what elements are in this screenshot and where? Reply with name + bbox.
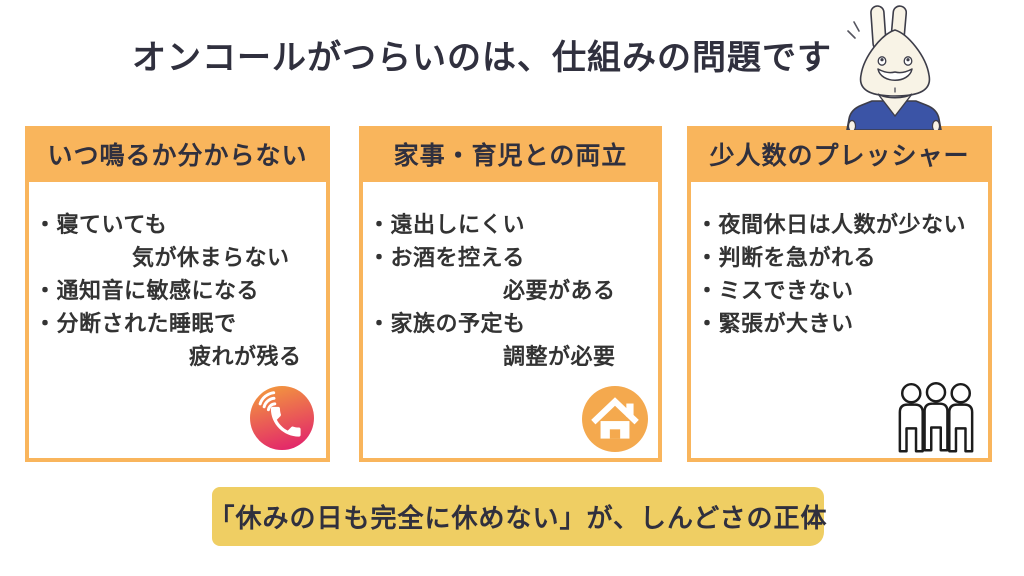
card-small-team-pressure: 少人数のプレッシャー ・夜間休日は人数が少ない ・判断を急がれる ・ミスできない… — [687, 126, 992, 462]
conclusion-banner: 「休みの日も完全に休めない」が、しんどさの正体 — [209, 487, 826, 546]
card-body: ・寝ていても 気が休まらない ・通知音に敏感になる ・分断された睡眠で 疲れが残… — [29, 182, 326, 458]
card-family-balance: 家事・育児との両立 ・遠出しにくい ・お酒を控える 必要がある ・家族の予定も … — [359, 126, 662, 462]
motion-lines-icon — [847, 21, 860, 39]
bullet-line: ・ミスできない — [696, 279, 854, 304]
bullet-line: ・家族の予定も — [368, 312, 526, 337]
sound-waves-icon — [258, 391, 277, 412]
bullet-line: ・通知音に敏感になる — [34, 279, 260, 304]
bullet-line: ・お酒を控える — [368, 246, 525, 271]
rabbit-head — [859, 29, 931, 118]
bullet-line: ・分断された睡眠で — [34, 312, 237, 337]
card-body: ・遠出しにくい ・お酒を控える 必要がある ・家族の予定も 調整が必要 — [363, 182, 658, 458]
bullet-line: ・緊張が大きい — [696, 312, 854, 337]
bullet-line-continuation: 気が休まらない — [132, 246, 290, 271]
card-body: ・夜間休日は人数が少ない ・判断を急がれる ・ミスできない ・緊張が大きい — [691, 182, 988, 458]
bullet-line-continuation: 調整が必要 — [503, 345, 616, 370]
card-header: 家事・育児との両立 — [393, 141, 628, 170]
people-icon — [898, 381, 974, 453]
rabbit-face — [877, 56, 913, 93]
phone-icon — [250, 386, 314, 450]
bullet-line-continuation: 疲れが残る — [189, 345, 302, 370]
home-icon — [582, 386, 648, 452]
bullet-line-continuation: 必要がある — [503, 279, 616, 304]
rabbit-mascot-illustration — [846, 5, 942, 130]
bullet-line: ・寝ていても — [34, 213, 168, 238]
card-header: いつ鳴るか分からない — [47, 141, 308, 170]
page-title: オンコールがつらいのは、仕組みの問題です — [132, 38, 832, 78]
card-unpredictable-ring: いつ鳴るか分からない ・寝ていても 気が休まらない ・通知音に敏感になる ・分断… — [25, 126, 330, 462]
bullet-line: ・夜間休日は人数が少ない — [696, 213, 967, 238]
bullet-line: ・遠出しにくい — [368, 213, 526, 238]
conclusion-text: 「休みの日も完全に休めない」が、しんどさの正体 — [208, 504, 828, 534]
bullet-line: ・判断を急がれる — [696, 246, 877, 271]
card-header: 少人数のプレッシャー — [709, 141, 970, 170]
